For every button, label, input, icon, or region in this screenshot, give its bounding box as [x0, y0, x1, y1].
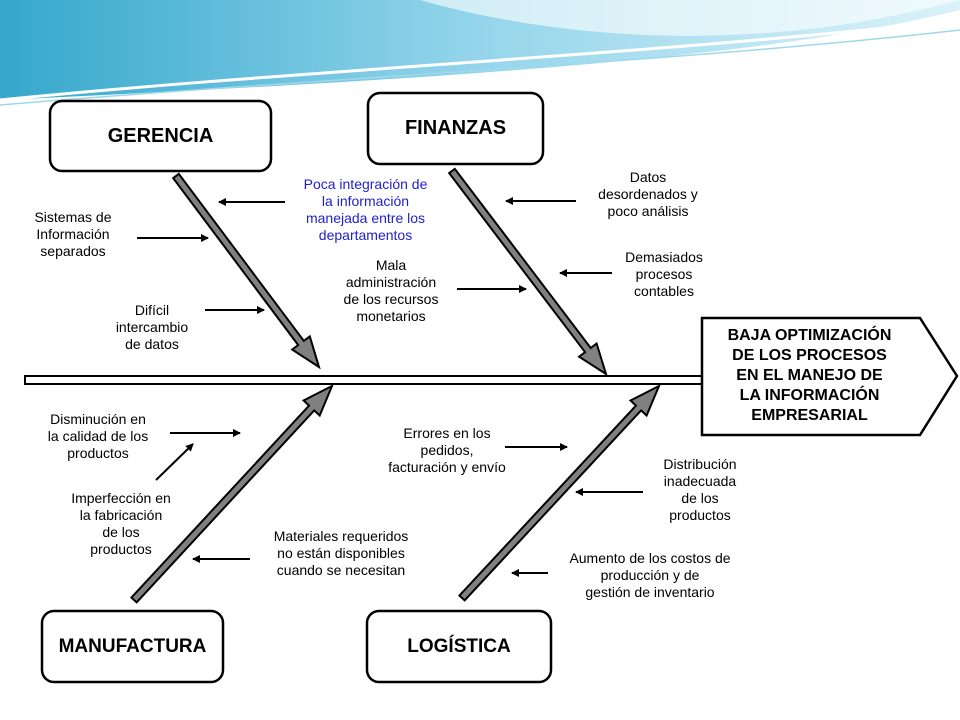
cause-gerencia-2: Sistemas de Información separados: [34, 209, 112, 259]
category-box-logistica: [365, 609, 553, 684]
spine: [24, 375, 706, 385]
bone-arrow-finanzas: [447, 167, 608, 377]
bone-arrow-gerencia: [171, 172, 321, 370]
cause-finanzas-3: Mala administración de los recursos mone…: [343, 257, 439, 324]
category-label-finanzas: FINANZAS: [404, 117, 507, 139]
category-label-gerencia: GERENCIA: [107, 125, 214, 147]
cause-logistica-3: Aumento de los costos de producción y de…: [569, 550, 731, 600]
effect-head-box: [700, 316, 959, 437]
cause-finanzas-1: Datos desordenados y poco análisis: [598, 169, 698, 219]
category-label-logistica: LOGÍSTICA: [407, 636, 511, 657]
cause-manufactura-2: Imperfección en la fabricación de los pr…: [71, 490, 171, 557]
cause-arrows: [137, 197, 643, 577]
bone-arrow-logistica: [457, 383, 661, 602]
bone-arrow-manufactura: [129, 383, 334, 604]
header-decoration: [0, 0, 960, 106]
category-box-finanzas: [366, 91, 545, 166]
cause-logistica-1: Errores en los pedidos, facturación y en…: [388, 425, 506, 475]
category-box-gerencia: [48, 99, 273, 173]
cause-gerencia-3: Difícil intercambio de datos: [115, 302, 189, 352]
bone-arrows: [129, 167, 661, 604]
category-label-manufactura: MANUFACTURA: [58, 636, 207, 657]
category-box-manufactura: [40, 609, 225, 684]
cause-logistica-2: Distribución inadecuada de los productos: [663, 456, 737, 523]
cause-arrow: [155, 443, 194, 481]
effect-label: BAJA OPTIMIZACIÓN DE LOS PROCESOS EN EL …: [727, 327, 892, 424]
cause-gerencia-1: Poca integración de la información manej…: [303, 176, 428, 243]
cause-manufactura-1: Disminución en la calidad de los product…: [47, 411, 149, 461]
cause-finanzas-2: Demasiados procesos contables: [625, 249, 703, 299]
cause-manufactura-3: Materiales requeridos no están disponibl…: [273, 528, 409, 578]
